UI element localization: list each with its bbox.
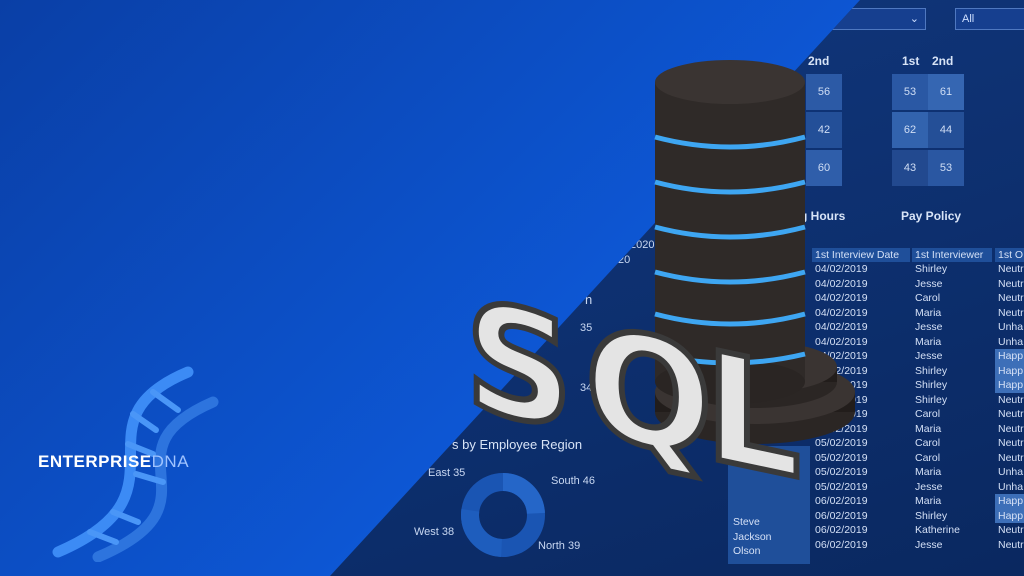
table-cell: Neutr bbox=[998, 437, 1024, 449]
table-cell: Carol bbox=[915, 451, 941, 464]
table-header-date: 1st Interview Date bbox=[812, 248, 910, 262]
table-cell: Shirley bbox=[915, 364, 948, 377]
value-fragment: 34 bbox=[580, 382, 593, 394]
table-cell: Happ bbox=[995, 378, 1024, 393]
heat-cell: 43 bbox=[892, 150, 928, 186]
table-header-outcome: 1st O bbox=[995, 248, 1024, 262]
donut-title: s by Employee Region bbox=[452, 437, 583, 452]
heat-cell: 44 bbox=[928, 112, 964, 148]
title-fragment: n bbox=[585, 292, 593, 307]
table-cell: Jesse bbox=[915, 277, 943, 290]
sql-letter-q: Q bbox=[585, 292, 713, 494]
table-cell: Maria bbox=[915, 466, 942, 478]
table-cell: Neutr bbox=[998, 524, 1024, 536]
table-cell: Happ bbox=[995, 508, 1024, 523]
donut-label-south: South 46 bbox=[551, 475, 596, 487]
table-cell: 04/02/2019 bbox=[815, 321, 868, 333]
table-cell: Maria bbox=[915, 335, 942, 348]
table-cell: Happ bbox=[995, 349, 1024, 364]
table-cell: 06/02/2019 bbox=[815, 524, 868, 536]
brand-logo-text: ENTERPRISEDNA bbox=[38, 452, 189, 472]
heat-cell: 56 bbox=[806, 74, 842, 110]
table-cell: Jackson bbox=[733, 530, 772, 543]
table-cell: Neutr bbox=[998, 422, 1024, 435]
table-cell: 04/02/2019 bbox=[815, 277, 868, 290]
table-cell: Neutr bbox=[998, 277, 1024, 290]
sql-text-logo: S Q L bbox=[462, 264, 804, 516]
table-cell: 06/02/2019 bbox=[815, 509, 868, 522]
table-cell: Neutr bbox=[998, 451, 1024, 464]
table-cell: 04/02/2019 bbox=[815, 335, 868, 348]
heat-cell: 53 bbox=[928, 150, 964, 186]
chevron-down-icon: ⌄ bbox=[909, 13, 919, 25]
table-cell: Carol bbox=[915, 408, 941, 420]
all-dropdown[interactable]: All bbox=[955, 8, 1024, 30]
table-cell: Shirley bbox=[915, 263, 948, 275]
table-cell: 04/02/2019 bbox=[815, 306, 868, 319]
heat-cell: 61 bbox=[928, 74, 964, 110]
heat-cell: 62 bbox=[892, 112, 928, 148]
dna-logo bbox=[52, 366, 219, 562]
table-cell: Jesse bbox=[915, 350, 943, 362]
value-fragment: 35 bbox=[580, 322, 593, 334]
heat-right-header-2: 2nd bbox=[932, 54, 954, 68]
table-cell: Unha bbox=[998, 466, 1024, 478]
heat-cell: 60 bbox=[806, 150, 842, 186]
all-dropdown-value: All bbox=[962, 13, 975, 25]
heat-right-header-1: 1st bbox=[902, 54, 920, 68]
donut-label-west: West 38 bbox=[414, 526, 455, 538]
table-cell: Neutr bbox=[998, 306, 1024, 319]
table-cell: Neutr bbox=[998, 538, 1024, 551]
table-cell: Happ bbox=[995, 494, 1024, 509]
table-cell: 06/02/2019 bbox=[815, 538, 868, 551]
table-cell: Unha bbox=[998, 480, 1024, 493]
name-column: Steve Jackson Olson bbox=[730, 515, 808, 559]
table-cell: Neutr bbox=[998, 408, 1024, 420]
table-cell: Carol bbox=[915, 292, 941, 304]
table-cell: Neutr bbox=[998, 292, 1024, 304]
table-cell: Unha bbox=[998, 321, 1024, 333]
brand-name-bold: ENTERPRISE bbox=[38, 452, 152, 471]
database-icon bbox=[654, 60, 855, 444]
sql-letter-s: S bbox=[465, 267, 573, 465]
table-cell: Neutr bbox=[998, 393, 1024, 406]
table-cell: 05/02/2019 bbox=[815, 466, 868, 478]
table-cell: Jesse bbox=[915, 480, 943, 493]
table-cell: 04/02/2019 bbox=[815, 292, 868, 304]
donut-label-north: North 39 bbox=[538, 540, 581, 552]
table-cell: 06/02/2019 bbox=[815, 495, 868, 507]
label-hours: g Hours bbox=[800, 209, 846, 223]
heat-cell: 42 bbox=[806, 112, 842, 148]
table-cell: Steve bbox=[733, 516, 760, 528]
table-cell: Maria bbox=[915, 422, 942, 435]
table-cell: Shirley bbox=[915, 379, 948, 391]
table-cell: Olson bbox=[733, 545, 761, 557]
table-cell: 05/02/2019 bbox=[815, 451, 868, 464]
table-cell: 04/02/2019 bbox=[815, 263, 868, 275]
table-cell: Jesse bbox=[915, 321, 943, 333]
table-cell: Maria bbox=[915, 495, 942, 507]
brand-name-light: DNA bbox=[151, 452, 190, 471]
donut-label-east: East 35 bbox=[428, 467, 466, 479]
table-cell: Katherine bbox=[915, 524, 960, 536]
table-cell: Happ bbox=[995, 363, 1024, 378]
table-header-interviewer: 1st Interviewer bbox=[912, 248, 992, 262]
heat-left-header: 2nd bbox=[808, 54, 830, 68]
table-cell: Shirley bbox=[915, 509, 948, 522]
table-cell: Shirley bbox=[915, 393, 948, 406]
table-cell: Maria bbox=[915, 306, 942, 319]
table-cell: 05/02/2019 bbox=[815, 480, 868, 493]
table-cell: Jesse bbox=[915, 538, 943, 551]
heat-cell: 53 bbox=[892, 74, 928, 110]
donut-chart bbox=[461, 473, 545, 557]
name-column-bg bbox=[728, 446, 810, 564]
label-pay-policy: Pay Policy bbox=[901, 209, 962, 223]
table-cell: Unha bbox=[998, 335, 1024, 348]
table-cell: Neutr bbox=[998, 263, 1024, 275]
table-cell: 05/02/2019 bbox=[815, 437, 868, 449]
table-cell: Carol bbox=[915, 437, 941, 449]
sql-letter-l: L bbox=[705, 318, 801, 513]
